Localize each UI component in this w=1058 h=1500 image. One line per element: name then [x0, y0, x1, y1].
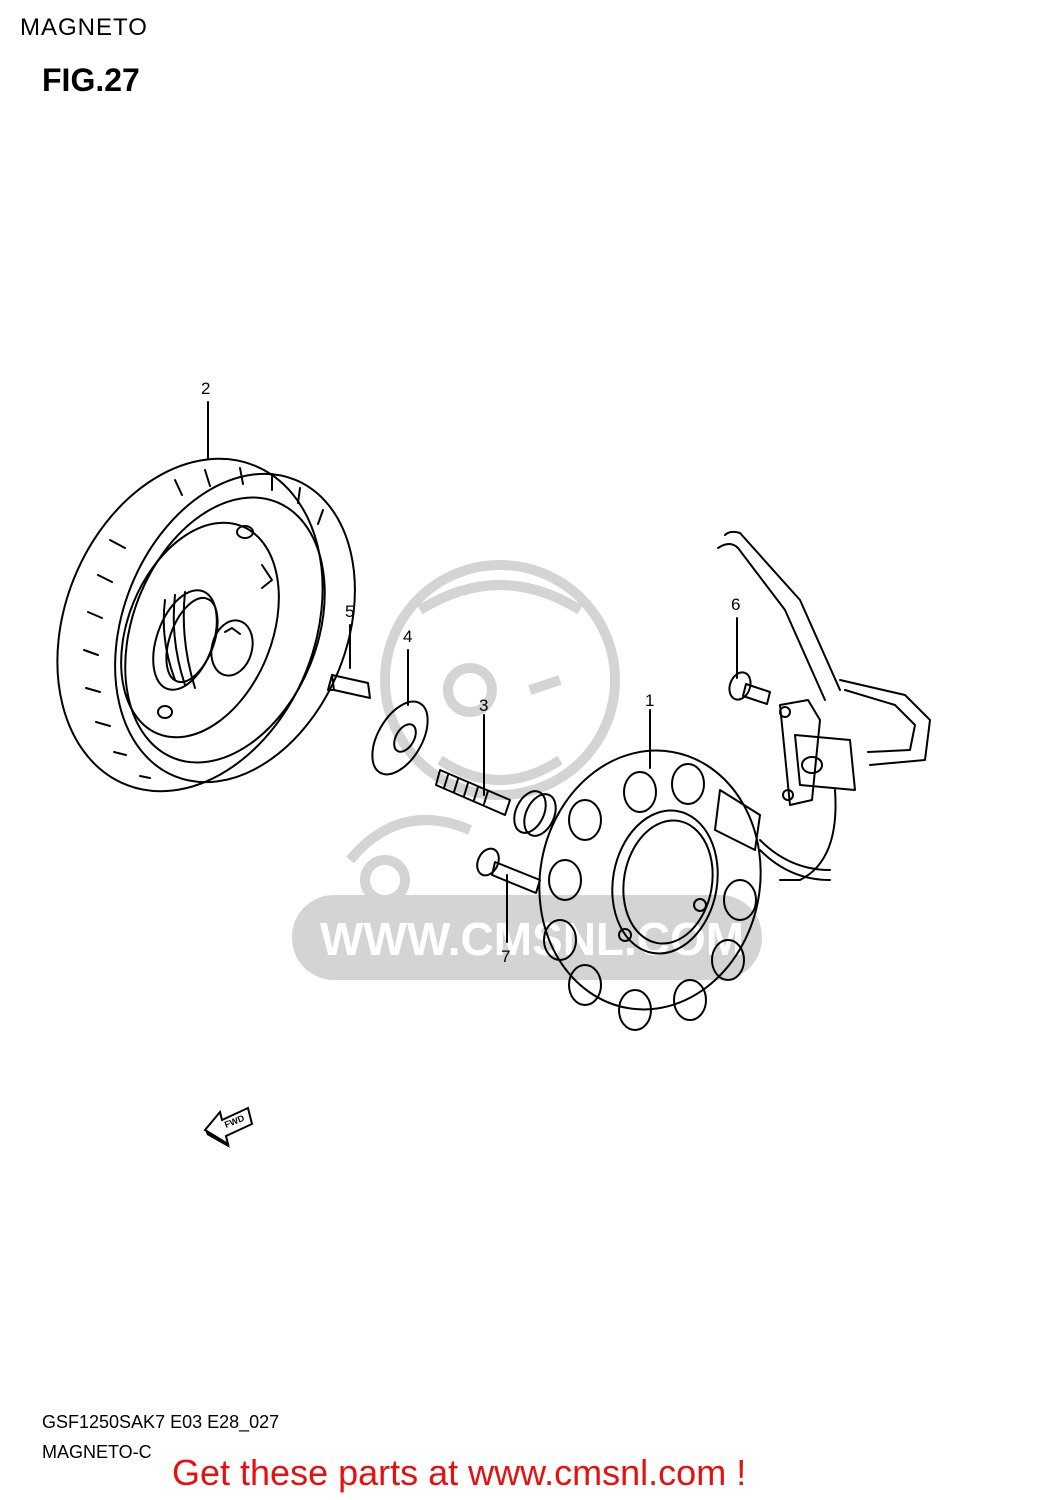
bolt-part-3 [435, 769, 557, 837]
stator-part-1 [538, 749, 831, 1031]
watermark-mascot-wink [528, 675, 562, 695]
watermark-mascot-arm [346, 815, 472, 864]
callout-6: 6 [731, 595, 740, 614]
watermark-mascot-mouth [437, 755, 563, 785]
screw-part-6 [728, 671, 771, 705]
washer-part-4 [371, 700, 429, 776]
watermark-banner [292, 895, 762, 980]
watermark-mascot-cap [417, 580, 583, 615]
drawing-code: GSF1250SAK7 E03 E28_027 [42, 1412, 280, 1432]
callout-1: 1 [645, 691, 654, 710]
callout-3: 3 [479, 696, 488, 715]
page-header: MAGNETO [20, 14, 148, 41]
watermark-mascot-eye [443, 663, 497, 717]
figure-label: FIG.27 [42, 62, 140, 98]
promo-link[interactable]: Get these parts at www.cmsnl.com ! [172, 1452, 747, 1493]
drawing-subtitle: MAGNETO-C [42, 1442, 152, 1462]
callout-5: 5 [345, 602, 354, 621]
key-part-5 [327, 674, 371, 699]
callout-2: 2 [201, 379, 210, 398]
pulse-generator [717, 530, 931, 881]
watermark-text: WWW.CMSNL.COM [320, 913, 744, 965]
fwd-arrow-icon: FWD [203, 1106, 254, 1148]
watermark-mascot-head [380, 560, 620, 800]
rotor-part-2 [56, 457, 356, 793]
watermark: WWW.CMSNL.COM [292, 560, 762, 980]
callout-7: 7 [501, 947, 510, 966]
callout-4: 4 [403, 627, 412, 646]
screw-part-7 [476, 847, 541, 894]
